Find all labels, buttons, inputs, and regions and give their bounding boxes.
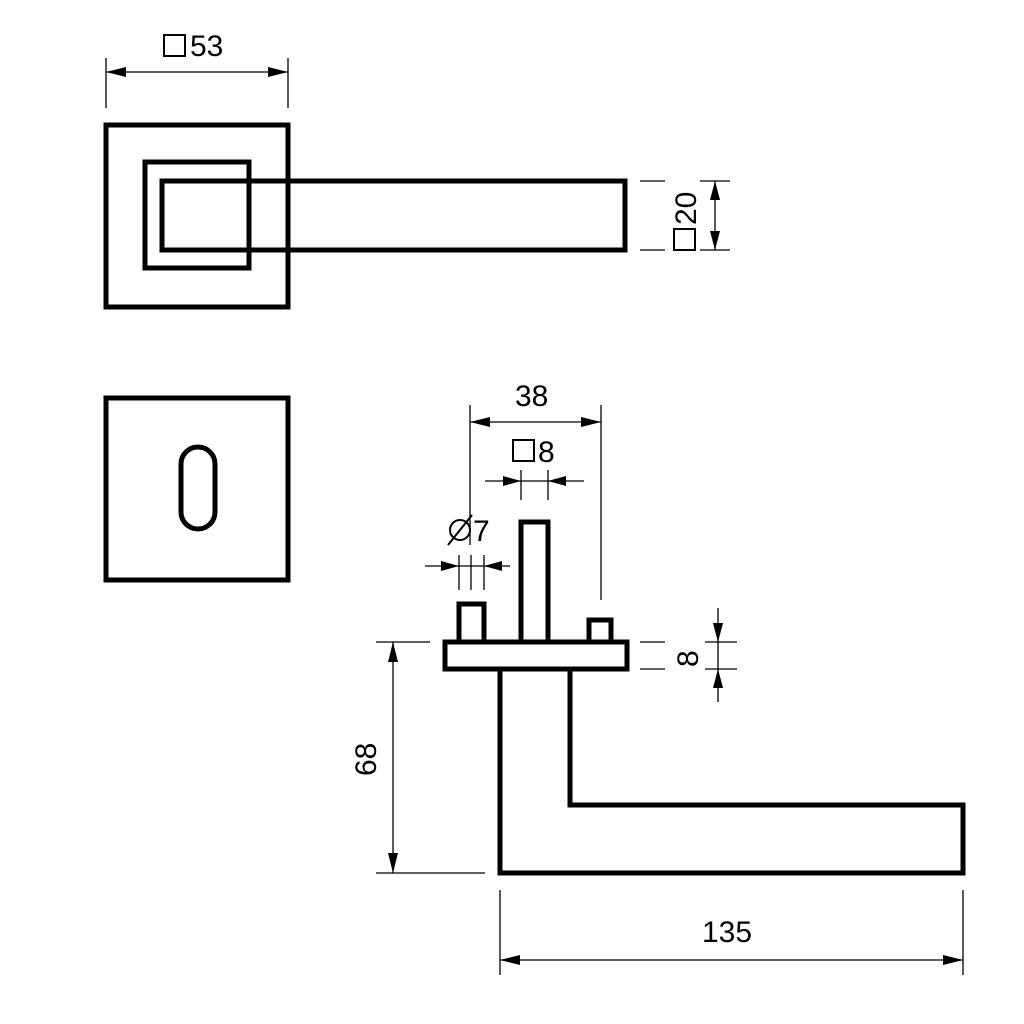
dimension-lever-length: 135 xyxy=(499,890,964,975)
spindle xyxy=(518,519,551,645)
keyhole-slot xyxy=(178,444,218,532)
dimension-rose-thickness: 8 xyxy=(640,608,737,702)
square-symbol-icon xyxy=(673,228,696,251)
dimension-projection: 38 xyxy=(469,380,602,600)
square-symbol-icon xyxy=(163,34,186,57)
dimension-label-lever-height: 68 xyxy=(350,743,383,776)
dimension-label-rose-thickness: 8 xyxy=(672,650,705,667)
square-rose-outline xyxy=(103,122,291,310)
dimension-label-projection: 38 xyxy=(515,380,548,413)
lever-side-profile xyxy=(497,669,966,876)
rose-plate xyxy=(442,639,630,672)
dimension-lever-section: 20 xyxy=(640,180,730,251)
square-symbol-icon xyxy=(512,439,535,462)
keyhole-escutcheon xyxy=(103,395,291,583)
side-view xyxy=(442,519,966,876)
dimension-spindle: 8 xyxy=(485,436,584,500)
diameter-symbol-icon xyxy=(447,514,473,546)
lever-neck-outline xyxy=(142,159,252,271)
fixing-pin-right xyxy=(586,617,614,645)
dimension-screw-diameter: 7 xyxy=(425,514,510,590)
dimension-label-screw-diameter: 7 xyxy=(473,515,490,548)
dimension-label-spindle: 8 xyxy=(538,436,555,469)
fixing-pin-left xyxy=(456,601,487,645)
lever-arm-outline xyxy=(159,178,628,253)
dimension-rose-width: 53 xyxy=(105,30,289,108)
dimension-label-rose-width: 53 xyxy=(190,30,223,63)
top-view xyxy=(103,122,628,310)
dimension-label-lever-section: 20 xyxy=(670,192,703,225)
dimension-label-lever-length: 135 xyxy=(702,916,752,949)
dimension-lever-height: 68 xyxy=(350,641,485,874)
escutcheon-outline xyxy=(103,395,291,583)
